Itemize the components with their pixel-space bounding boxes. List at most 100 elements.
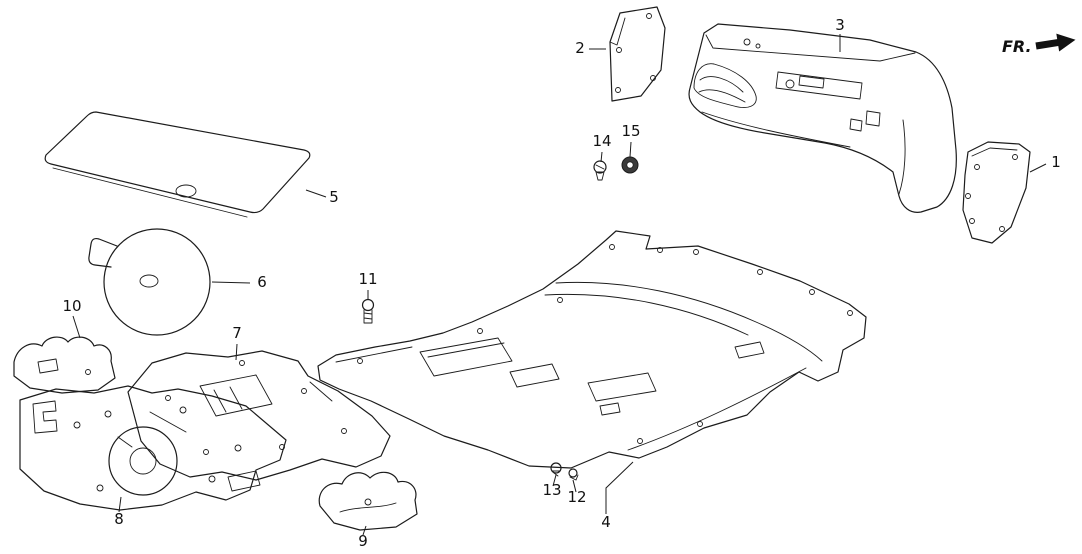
leader-5 bbox=[305, 189, 327, 198]
part-2-fold-line bbox=[609, 17, 626, 46]
part-4-seat-recess bbox=[419, 337, 513, 377]
part-12-head bbox=[568, 468, 578, 478]
part-13-fastener bbox=[550, 462, 562, 477]
part-10-outline bbox=[13, 336, 116, 394]
part-4-hole bbox=[697, 421, 703, 427]
part-11-head bbox=[361, 298, 375, 312]
callout-14: 14 bbox=[592, 132, 611, 150]
part-7-tunnel-hump bbox=[199, 374, 273, 417]
part-14-shank bbox=[595, 171, 605, 181]
callout-1: 1 bbox=[1051, 153, 1061, 171]
part-3-lower-contour bbox=[701, 111, 851, 148]
part-3-small-recess bbox=[798, 75, 825, 89]
part-7-fold-line bbox=[149, 411, 187, 433]
part-1-hole bbox=[969, 218, 975, 224]
part-3-opening-contour bbox=[698, 89, 746, 103]
part-5-outline bbox=[44, 111, 311, 214]
part-4-bracket bbox=[734, 341, 765, 359]
callout-labels: 1 2 3 4 5 6 7 8 9 10 11 12 13 14 15 bbox=[62, 16, 1060, 550]
part-4-outline bbox=[317, 230, 867, 469]
leader-4 bbox=[605, 461, 634, 514]
leader-13 bbox=[552, 474, 557, 487]
part-12-fastener bbox=[568, 468, 579, 481]
part-8-lower-insulator bbox=[19, 385, 287, 511]
part-9-contour bbox=[339, 502, 397, 513]
part-4-hole bbox=[609, 244, 615, 250]
part-7-hole bbox=[341, 428, 347, 434]
leader-10 bbox=[72, 315, 81, 339]
part-4-recess bbox=[599, 402, 621, 416]
part-11-clip bbox=[361, 298, 375, 324]
part-8-notch-line bbox=[117, 436, 133, 448]
part-4-hole bbox=[637, 438, 643, 444]
part-2-hole bbox=[616, 47, 622, 53]
part-15-inner-hole bbox=[626, 161, 634, 169]
leader-1 bbox=[1029, 163, 1047, 173]
part-8-hole bbox=[96, 484, 104, 492]
callout-6: 6 bbox=[257, 273, 267, 291]
callout-8: 8 bbox=[114, 510, 124, 528]
part-7-hole bbox=[165, 395, 171, 401]
part-8-hole bbox=[179, 406, 187, 414]
part-7-outline bbox=[127, 350, 391, 481]
part-4-hole bbox=[557, 297, 563, 303]
callout-11: 11 bbox=[358, 270, 377, 288]
fr-arrow-icon bbox=[1035, 33, 1076, 52]
part-3-bracket bbox=[849, 118, 863, 132]
fr-direction-indicator: FR. bbox=[1002, 33, 1076, 56]
part-2-hole bbox=[646, 13, 652, 19]
part-13-slot bbox=[551, 470, 561, 477]
callout-3: 3 bbox=[835, 16, 845, 34]
part-12-shank bbox=[569, 474, 579, 481]
callout-12: 12 bbox=[567, 488, 586, 506]
part-7-fold-line bbox=[309, 381, 333, 402]
callout-10: 10 bbox=[62, 297, 81, 315]
part-1-outline bbox=[962, 141, 1031, 244]
part-7-hole bbox=[239, 360, 245, 366]
part-5-trunk-mat bbox=[44, 111, 311, 218]
part-1-hole bbox=[965, 193, 971, 199]
part-8-hole bbox=[104, 410, 112, 418]
part-7-hole bbox=[203, 449, 209, 455]
part-6-tab bbox=[88, 237, 118, 268]
part-11-threads bbox=[363, 309, 373, 324]
part-8-recess bbox=[227, 470, 261, 492]
part-5-edge-line bbox=[52, 167, 248, 218]
part-7-hole bbox=[301, 388, 307, 394]
part-8-round-recess-inner bbox=[129, 447, 157, 475]
part-10-notch bbox=[37, 358, 59, 374]
part-4-hole bbox=[357, 358, 363, 364]
callout-5: 5 bbox=[329, 188, 339, 206]
part-14-screw bbox=[593, 160, 607, 181]
part-2-hole bbox=[615, 87, 621, 93]
leader-14 bbox=[600, 151, 603, 163]
part-10-insulator-pad bbox=[13, 336, 116, 394]
leader-6 bbox=[211, 281, 251, 284]
part-10-hole bbox=[85, 369, 91, 375]
part-3-outline bbox=[688, 23, 957, 213]
part-6-round-mat bbox=[88, 228, 211, 336]
leader-8 bbox=[118, 496, 122, 513]
part-3-rear-bulkhead bbox=[688, 23, 957, 213]
part-3-opening-contour bbox=[699, 76, 744, 93]
callout-15: 15 bbox=[621, 122, 640, 140]
part-7-floor-insulator bbox=[127, 350, 391, 481]
part-4-recess bbox=[509, 363, 560, 388]
part-15-grommet bbox=[621, 156, 639, 174]
part-4-hole bbox=[477, 328, 483, 334]
part-3-right-contour bbox=[898, 119, 906, 195]
part-1-side-pad-right bbox=[962, 141, 1031, 244]
part-8-hole bbox=[208, 475, 216, 483]
part-9-hole bbox=[364, 498, 372, 506]
part-1-hole bbox=[999, 226, 1005, 232]
part-4-edge-line bbox=[335, 346, 413, 363]
part-14-head bbox=[593, 160, 607, 174]
part-3-bracket bbox=[865, 110, 881, 127]
callout-7: 7 bbox=[232, 324, 242, 342]
leader-9 bbox=[362, 525, 367, 536]
part-4-sill-line bbox=[627, 367, 807, 451]
part-4-hole bbox=[657, 247, 663, 253]
part-3-hole bbox=[785, 79, 795, 89]
